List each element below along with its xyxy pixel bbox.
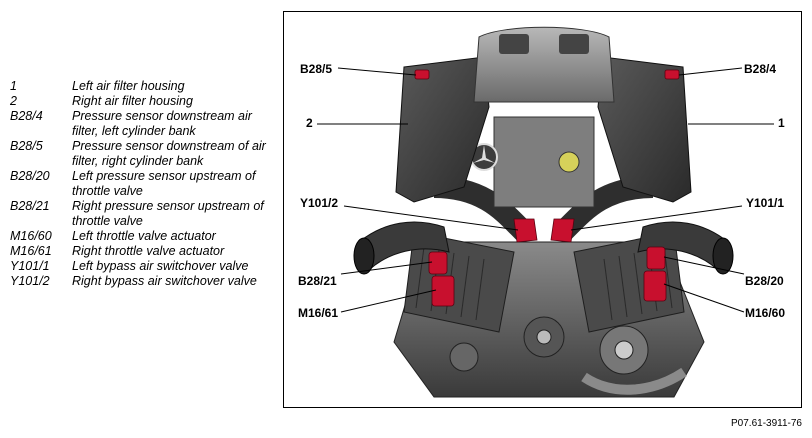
left-intake-duct	[358, 221, 450, 271]
legend-row: M16/61 Right throttle valve actuator	[10, 244, 278, 259]
callout-2: 2	[306, 116, 313, 130]
leader-line	[340, 261, 433, 275]
legend-row: B28/20 Left pressure sensor upstream of …	[10, 169, 278, 199]
callout-y101-1: Y101/1	[746, 196, 785, 210]
right-air-filter-housing	[395, 56, 490, 203]
legend-description: Right air filter housing	[72, 94, 193, 108]
leader-line	[678, 67, 743, 76]
legend-description: Left pressure sensor upstream of throttl…	[72, 169, 256, 198]
leader-line	[340, 289, 437, 313]
legend-code: 1	[10, 79, 17, 93]
legend-row: 1 Left air filter housing	[10, 79, 278, 94]
y101-2-valve	[513, 218, 538, 243]
b28-5-sensor	[414, 69, 430, 80]
left-intake-opening	[353, 237, 375, 275]
legend-code: B28/20	[10, 169, 50, 183]
callout-m16-61: M16/61	[298, 306, 339, 320]
engine-figure: B28/5 B28/4 2 1 Y101/2 Y101/1 B28/21 B28…	[283, 11, 802, 408]
leader-line	[570, 205, 743, 231]
legend-description: Pressure sensor downstream air filter, l…	[72, 109, 252, 138]
legend-row: 2 Right air filter housing	[10, 94, 278, 109]
m16-61-actuator	[431, 275, 455, 307]
legend-row: B28/4 Pressure sensor downstream air fil…	[10, 109, 278, 139]
cover-vent	[499, 34, 529, 54]
b28-20-sensor	[646, 246, 666, 270]
callout-m16-60: M16/60	[745, 306, 786, 320]
callout-b28-5: B28/5	[300, 62, 333, 76]
legend-code: B28/21	[10, 199, 50, 213]
m16-60-actuator	[643, 270, 667, 302]
legend-row: B28/21 Right pressure sensor upstream of…	[10, 199, 278, 229]
legend-description: Left bypass air switchover valve	[72, 259, 249, 273]
legend-description: Pressure sensor downstream of air filter…	[72, 139, 266, 168]
exhaust-pipe	[581, 367, 687, 395]
legend-code: Y101/1	[10, 259, 50, 273]
pulley-hub	[614, 340, 634, 360]
legend-row: Y101/1 Left bypass air switchover valve	[10, 259, 278, 274]
legend-code: Y101/2	[10, 274, 50, 288]
legend-code: B28/5	[10, 139, 43, 153]
leader-line	[663, 283, 745, 313]
right-intake-opening	[712, 237, 734, 275]
callout-b28-20: B28/20	[745, 274, 784, 288]
legend-description: Right pressure sensor upstream of thrott…	[72, 199, 264, 228]
legend-code: B28/4	[10, 109, 43, 123]
legend-code: M16/61	[10, 244, 52, 258]
legend-code: M16/60	[10, 229, 52, 243]
leader-line	[337, 67, 417, 76]
legend-description: Right bypass air switchover valve	[72, 274, 257, 288]
b28-21-sensor	[428, 251, 448, 275]
engine-illustration	[317, 26, 774, 398]
pulley-hub	[536, 329, 552, 345]
callout-b28-21: B28/21	[298, 274, 337, 288]
b28-4-sensor	[664, 69, 680, 80]
callout-b28-4: B28/4	[744, 62, 777, 76]
cover-vent	[559, 34, 589, 54]
legend-row: Y101/2 Right bypass air switchover valve	[10, 274, 278, 289]
legend-row: B28/5 Pressure sensor downstream of air …	[10, 139, 278, 169]
legend-description: Left air filter housing	[72, 79, 185, 93]
figure-id: P07.61-3911-76	[731, 418, 802, 429]
pulley	[449, 342, 479, 372]
leader-line	[343, 205, 519, 231]
oil-filler-cap	[558, 151, 580, 173]
callout-y101-2: Y101/2	[300, 196, 339, 210]
leader-line	[663, 256, 745, 275]
legend-description: Right throttle valve actuator	[72, 244, 225, 258]
right-intake-duct	[637, 221, 729, 271]
engine-cover	[473, 26, 615, 103]
legend-code: 2	[10, 94, 17, 108]
y101-1-valve	[550, 218, 575, 243]
legend-row: M16/60 Left throttle valve actuator	[10, 229, 278, 244]
legend-description: Left throttle valve actuator	[72, 229, 216, 243]
legend: 1 Left air filter housing 2 Right air fi…	[10, 79, 278, 289]
callout-1: 1	[778, 116, 785, 130]
